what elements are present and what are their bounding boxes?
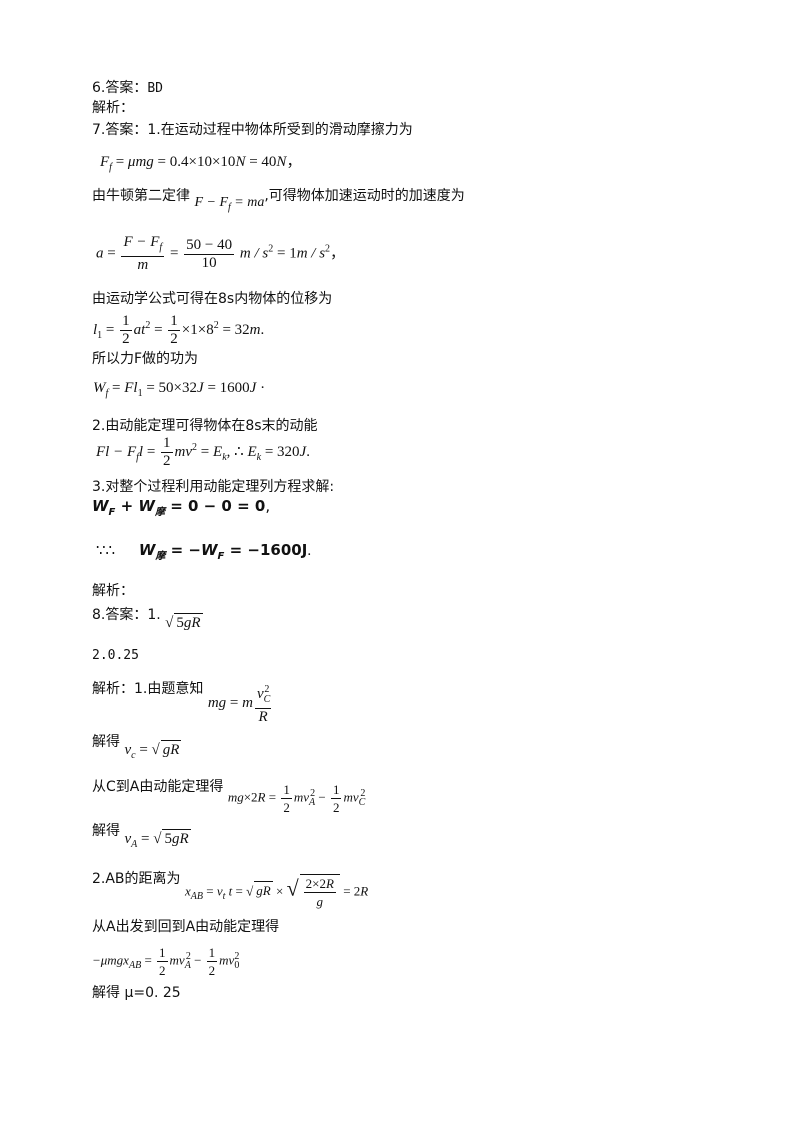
q6-label: 6.答案： [92, 80, 148, 96]
q7-kinematics-text: 由运动学公式可得在8s内物体的位移为 [92, 291, 333, 307]
q8-solve1-text: 解得 [92, 734, 120, 750]
q6-jiexi: 解析： [92, 100, 134, 116]
q7-friction-equation: Ff = μmg = 0.4×10×10N = 40N， [100, 154, 302, 173]
q8-label: 8.答案： [92, 607, 148, 623]
q8-solve1-line: 解得 vc = √gR [92, 733, 182, 765]
q7-label: 7.答案： [92, 122, 148, 138]
q8-jiexi-prefix: 解析：1.由题意知 [92, 681, 204, 697]
q7-part1-intro: 1.在运动过程中物体所受到的滑动摩擦力为 [147, 122, 413, 138]
q8-va-equation: vA = √5gR [124, 829, 191, 850]
q7-newton-text-a: 由牛顿第二定律 [92, 188, 190, 204]
q6-answer: BD [147, 81, 164, 96]
q8-solve2-text: 解得 [92, 823, 120, 839]
q8-round-trip-text: 从A出发到回到A由动能定理得 [92, 919, 280, 935]
q7-part3-text: 3.对整个过程利用动能定理列方程求解: [92, 479, 335, 495]
q7-jiexi: 解析： [92, 583, 134, 599]
q8-vc-equation: vc = √gR [124, 740, 182, 761]
q7-work-text: 所以力F做的功为 [92, 351, 199, 367]
q8-final-result: 解得 μ=0. 25 [92, 985, 181, 1001]
q7-newton-text-b: ,可得物体加速运动时的加速度为 [264, 188, 465, 204]
q8-solve2-line: 解得 vA = √5gR [92, 822, 191, 854]
q8-answer-2: 2.0.25 [92, 648, 139, 663]
q7-newton-line: 由牛顿第二定律 F − Ff = ma,可得物体加速运动时的加速度为 [92, 187, 465, 217]
q6-answer-line: 6.答案：BD [92, 79, 163, 98]
q8-answer-line: 8.答案：1. √5gR [92, 606, 203, 632]
q7-part3-equation-1: WF + W摩 = 0 − 0 = 0, [92, 497, 271, 518]
q8-part2-text: 2.AB的距离为 [92, 871, 181, 887]
q7-answer-line: 7.答案：1.在运动过程中物体所受到的滑动摩擦力为 [92, 121, 413, 139]
q8-answer-1: √5gR [165, 613, 203, 631]
q8-ans1-prefix: 1. [147, 607, 161, 623]
q7-work-equation: Wf = Fl1 = 50×32J = 1600J · [93, 380, 266, 399]
q7-part3-equation-2: ∵∴ W摩 = −WF = −1600J. [96, 541, 312, 562]
q7-newton-equation: F − Ff = ma [194, 195, 265, 213]
q8-c-to-a-text: 从C到A由动能定理得 [92, 779, 224, 795]
q7-part2-text: 2.由动能定理可得物体在8s末的动能 [92, 418, 318, 434]
